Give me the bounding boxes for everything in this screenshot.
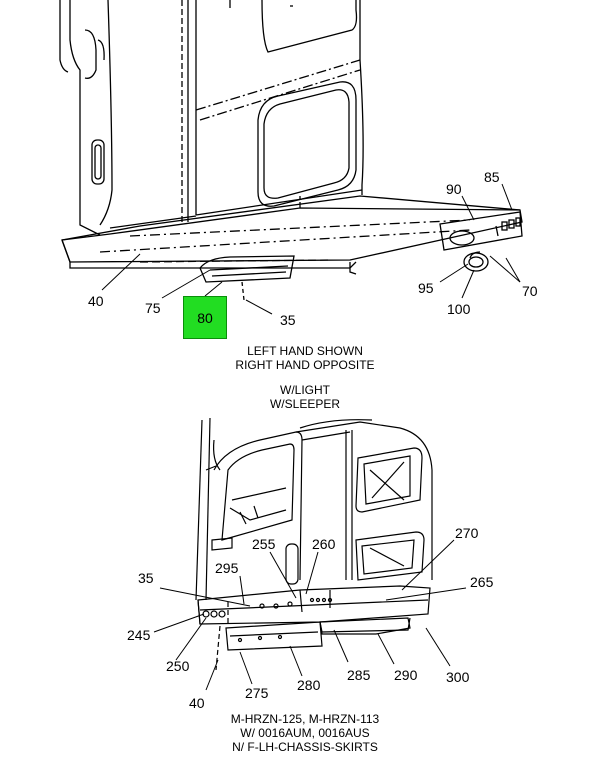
callout-250[interactable]: 250	[166, 658, 190, 674]
callout-35-top[interactable]: 35	[280, 312, 296, 328]
bottom-cab-drawing	[195, 417, 433, 671]
bottom-leader-lines	[153, 539, 467, 691]
callout-265[interactable]: 265	[470, 574, 494, 590]
callout-75[interactable]: 75	[145, 300, 161, 316]
caption-n-options: N/ F-LH-CHASSIS-SKIRTS	[232, 740, 378, 754]
callout-40-top[interactable]: 40	[88, 293, 104, 309]
caption-w-options: W/ 0016AUM, 0016AUS	[240, 726, 370, 740]
callout-35-bottom[interactable]: 35	[138, 570, 154, 586]
callout-40-bottom[interactable]: 40	[189, 695, 205, 711]
caption-model-list: M-HRZN-125, M-HRZN-113	[230, 712, 380, 726]
callout-80-highlight[interactable]: 80	[183, 296, 227, 339]
caption-left-hand-shown: LEFT HAND SHOWN	[247, 344, 363, 358]
callout-300[interactable]: 300	[446, 669, 470, 685]
top-cab-drawing	[59, 0, 523, 301]
callout-100[interactable]: 100	[447, 301, 471, 317]
callout-290[interactable]: 290	[394, 667, 418, 683]
callout-255[interactable]: 255	[252, 536, 276, 552]
callout-245[interactable]: 245	[127, 627, 151, 643]
callout-295[interactable]: 295	[215, 560, 239, 576]
callout-275[interactable]: 275	[245, 685, 269, 701]
callout-95[interactable]: 95	[418, 280, 434, 296]
caption-w-light: W/LIGHT	[280, 383, 330, 397]
callout-280[interactable]: 280	[297, 677, 321, 693]
callout-85[interactable]: 85	[484, 169, 500, 185]
caption-right-hand-opposite: RIGHT HAND OPPOSITE	[235, 358, 375, 372]
callout-90[interactable]: 90	[446, 181, 462, 197]
caption-w-sleeper: W/SLEEPER	[269, 397, 341, 411]
top-leader-lines	[101, 183, 521, 315]
callout-260[interactable]: 260	[312, 536, 336, 552]
callout-70[interactable]: 70	[522, 283, 538, 299]
callout-270[interactable]: 270	[455, 525, 479, 541]
callout-80: 80	[197, 309, 213, 326]
callout-285[interactable]: 285	[347, 667, 371, 683]
